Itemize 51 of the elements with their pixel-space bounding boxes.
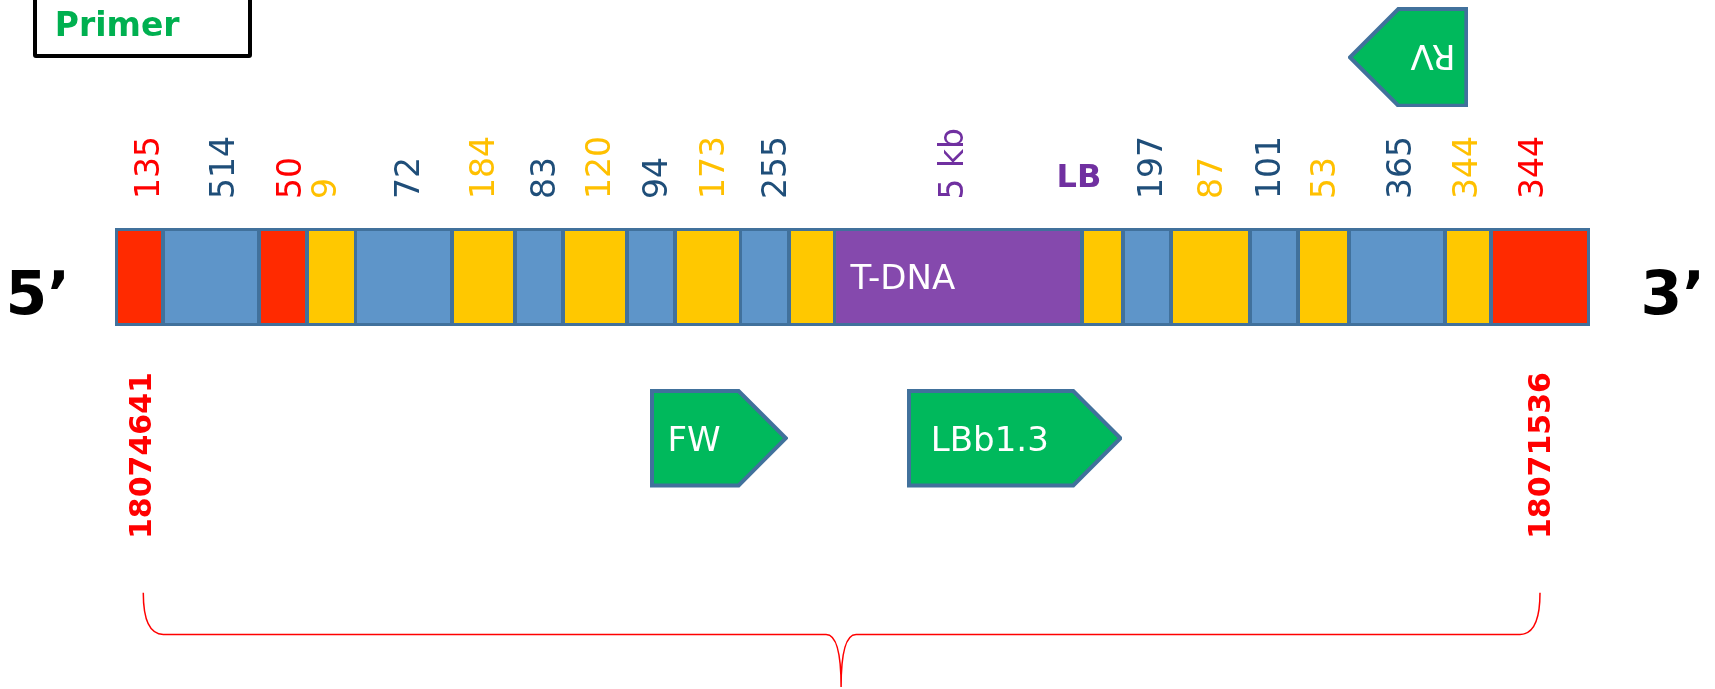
- length-label: 120: [581, 136, 615, 200]
- gene-segment: [1080, 227, 1125, 326]
- gene-segment: [258, 227, 309, 326]
- coordinate-label: 18071536: [1524, 371, 1555, 539]
- length-label: 101: [1252, 136, 1286, 200]
- strand-end-label: 5’: [5, 262, 71, 323]
- length-label: 344: [1449, 136, 1483, 200]
- length-label: 344: [1514, 136, 1548, 200]
- length-label: 173: [695, 136, 729, 200]
- gene-segment: [114, 227, 164, 326]
- key-box-label: Primer: [54, 8, 180, 42]
- strand-end-label: 3’: [1640, 262, 1706, 323]
- primer-label: LBb1.3: [930, 421, 1049, 456]
- length-label: 94: [638, 157, 672, 200]
- length-label: 83: [527, 157, 561, 200]
- gene-segment: [1122, 227, 1173, 326]
- length-label: 365: [1382, 136, 1416, 200]
- gene-segment: [306, 227, 357, 326]
- gene-segment: [1170, 227, 1252, 326]
- length-label: 255: [758, 136, 791, 200]
- gene-segment: [1297, 227, 1350, 326]
- gene-segment: [1443, 227, 1492, 326]
- gene-segment: [514, 227, 565, 326]
- length-label: 72: [390, 157, 424, 200]
- length-label: 50: [273, 157, 307, 200]
- length-label: 9: [308, 178, 342, 200]
- gene-segment: [625, 227, 676, 326]
- gene-segment: [562, 227, 628, 326]
- gene-segment: [1489, 227, 1591, 326]
- length-label: 5 kb: [935, 127, 969, 200]
- gene-segment: [1249, 227, 1300, 326]
- gene-segment: [739, 227, 790, 326]
- tdna-segment: [833, 227, 1083, 326]
- gene-segment: [787, 227, 836, 326]
- length-label: 87: [1194, 157, 1228, 200]
- gene-segment: [450, 227, 517, 326]
- length-label: LB: [1056, 159, 1102, 192]
- length-label: 514: [205, 136, 239, 200]
- gene-segment: [161, 227, 261, 326]
- length-label: 184: [465, 136, 499, 200]
- segment-label: T-DNA: [850, 256, 956, 297]
- length-label: 135: [131, 136, 165, 200]
- gene-segment: [1347, 227, 1446, 326]
- coordinate-label: 18074641: [125, 371, 156, 539]
- gene-segment: [354, 227, 453, 326]
- primer-label: RV: [1410, 39, 1456, 74]
- length-label: 53: [1307, 157, 1340, 200]
- primer-label: FW: [667, 421, 721, 456]
- primer-key-box: [32, 0, 252, 58]
- length-label: 197: [1134, 136, 1168, 200]
- gene-segment: [673, 227, 742, 326]
